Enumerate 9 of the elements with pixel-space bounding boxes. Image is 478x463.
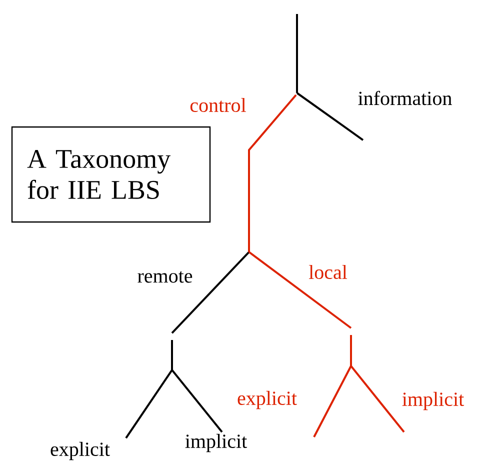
branch-label: information	[358, 90, 452, 106]
branch-label: explicit	[50, 442, 110, 460]
branch-label: implicit	[185, 434, 248, 452]
title-box: A Taxonomy for IIE LBS	[11, 126, 211, 223]
branch-label: local	[308, 264, 348, 280]
branch-label: explicit	[238, 390, 297, 410]
branch-label: remote	[138, 271, 192, 283]
branch-label: control	[190, 98, 246, 112]
branch-label: implicit	[402, 392, 464, 410]
